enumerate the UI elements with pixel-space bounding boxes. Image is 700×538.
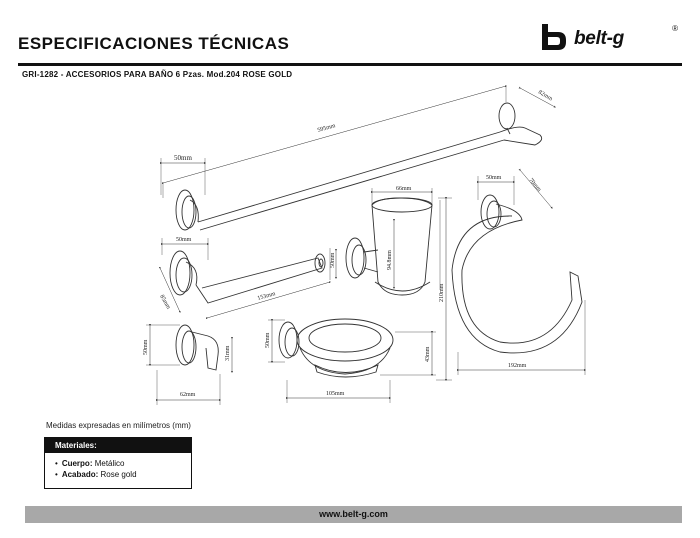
dim-hook-arm: 31mm bbox=[225, 345, 231, 361]
towel-ring-drawing bbox=[451, 168, 586, 375]
tumbler-holder-drawing bbox=[345, 188, 452, 381]
footer-bar: www.belt-g.com bbox=[25, 506, 682, 523]
brand-logo: belt-g ® bbox=[538, 22, 678, 54]
paper-holder-drawing bbox=[158, 238, 337, 320]
dim-paper-holder-length: 153mm bbox=[257, 291, 277, 302]
dim-hook-height: 50mm bbox=[143, 339, 149, 355]
dim-ring-base: 50mm bbox=[486, 175, 502, 181]
dim-ring-width: 192mm bbox=[508, 363, 527, 369]
dim-soap-width: 105mm bbox=[326, 391, 345, 397]
dim-towel-bar-length: 595mm bbox=[317, 123, 337, 134]
dim-soap-base: 50mm bbox=[265, 332, 271, 348]
dim-paper-holder-base: 50mm bbox=[176, 237, 192, 243]
dim-hook-depth: 62mm bbox=[180, 392, 196, 398]
website-link[interactable]: www.belt-g.com bbox=[319, 509, 388, 519]
brand-logo-icon bbox=[542, 24, 566, 50]
dim-soap-height: 43mm bbox=[425, 346, 431, 362]
dim-tumbler-cup: 94.8mm bbox=[387, 250, 393, 270]
dim-tumbler-height: 210mm bbox=[439, 283, 445, 302]
page-title: ESPECIFICACIONES TÉCNICAS bbox=[18, 34, 290, 53]
dim-towel-bar-depth: 82mm bbox=[537, 90, 554, 103]
towel-bar-drawing bbox=[160, 85, 556, 231]
dim-tumbler-base-height: 50mm bbox=[330, 252, 336, 268]
materials-list: Cuerpo: Metálico Acabado: Rose gold bbox=[45, 453, 191, 485]
robe-hook-drawing bbox=[146, 324, 233, 405]
dim-ring-depth: 70mm bbox=[527, 177, 542, 193]
soap-dish-drawing bbox=[268, 318, 436, 403]
materials-box: Materiales: Cuerpo: Metálico Acabado: Ro… bbox=[44, 437, 192, 489]
dim-paper-holder-depth: 85mm bbox=[158, 294, 171, 311]
brand-name: belt-g bbox=[574, 28, 624, 49]
header-rule bbox=[18, 63, 682, 66]
product-subtitle: GRI-1282 - ACCESORIOS PARA BAÑO 6 Pzas. … bbox=[22, 70, 293, 79]
registered-mark: ® bbox=[672, 24, 678, 33]
dim-tumbler-width: 66mm bbox=[396, 186, 412, 192]
material-body: Cuerpo: Metálico bbox=[55, 458, 181, 469]
units-note: Medidas expresadas en milímetros (mm) bbox=[46, 421, 191, 430]
material-finish: Acabado: Rose gold bbox=[55, 469, 181, 480]
materials-heading: Materiales: bbox=[45, 438, 191, 453]
dim-towel-bar-base: 50mm bbox=[174, 154, 192, 162]
